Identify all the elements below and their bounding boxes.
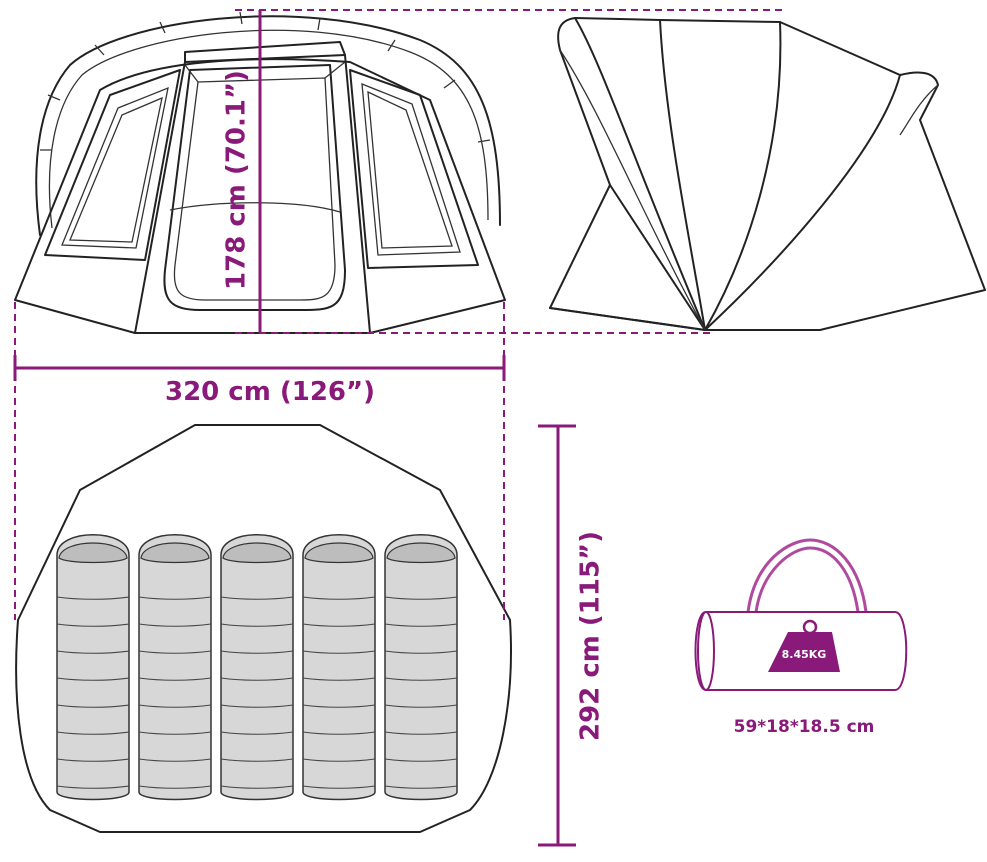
front-door <box>163 64 346 311</box>
tent-floor-plan <box>15 424 512 833</box>
sleeping-bag <box>138 534 212 801</box>
tent-inner-arch <box>48 29 489 229</box>
sleeping-bag <box>56 534 130 801</box>
bag-handle <box>746 538 868 613</box>
carry-bag: 8.45KG 59*18*18.5 cm <box>694 538 908 737</box>
tent-side-body <box>549 17 986 331</box>
sleeping-bag <box>302 534 376 801</box>
tent-floor-outline <box>15 424 512 833</box>
right-window <box>349 69 479 269</box>
sleeping-bag <box>220 534 294 801</box>
left-window <box>44 69 181 261</box>
sleeping-bags <box>56 534 458 801</box>
dimension-lines: 178 cm (70.1”) 320 cm (126”) 292 cm (115… <box>13 9 785 847</box>
tent-side-view <box>549 17 986 331</box>
bag-weight-label: 8.45KG <box>782 648 827 661</box>
length-label: 292 cm (115”) <box>576 531 606 741</box>
width-label: 320 cm (126”) <box>165 377 375 407</box>
sleeping-bag <box>384 534 458 801</box>
weight-icon <box>768 632 840 672</box>
height-label: 178 cm (70.1”) <box>222 70 252 290</box>
bag-size-label: 59*18*18.5 cm <box>734 717 875 737</box>
tent-outer-arch <box>35 15 501 236</box>
